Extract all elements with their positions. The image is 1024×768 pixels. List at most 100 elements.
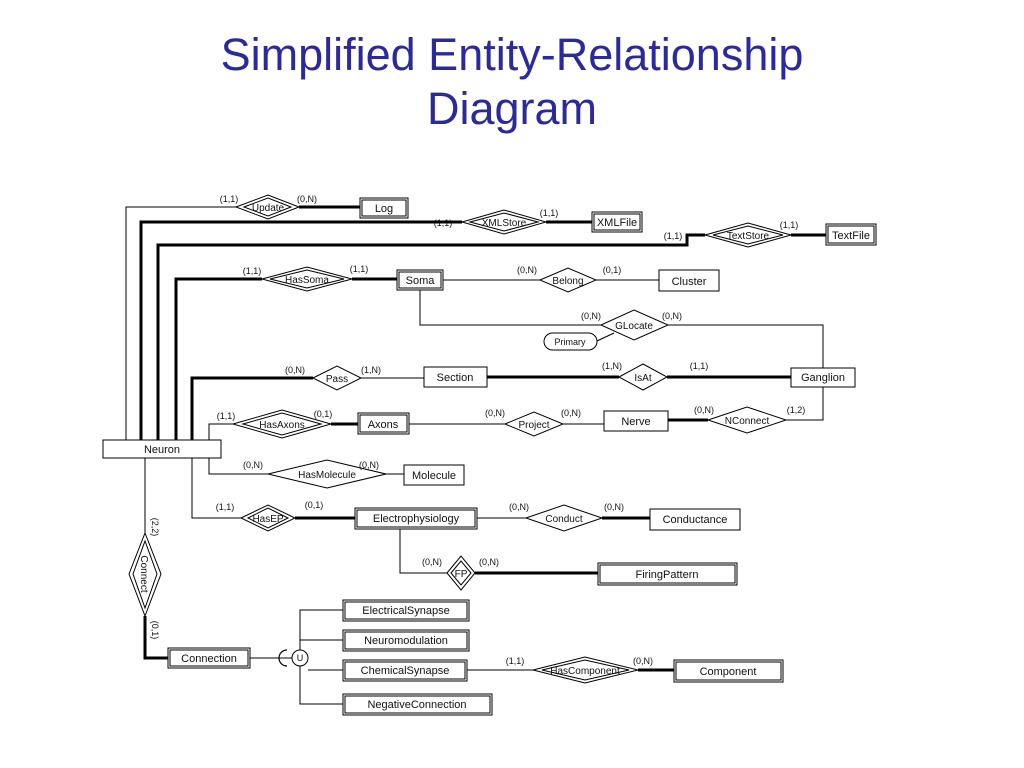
entity-conductance: Conductance [663,514,728,526]
card-hascomponent-chem: (1,1) [506,656,525,666]
entity-box-neuron [102,439,222,459]
card-hasmolecule-neuron: (0,N) [243,460,263,470]
entity-inner-firingpattern [599,564,736,584]
card-fp-firingpattern: (0,N) [479,557,499,567]
card-update-neuron: (1,1) [220,194,239,204]
entity-inner-axons [359,414,408,433]
entity-inner-negativeconnection [344,695,491,714]
card-xmlstore-neuron: (1,1) [434,218,453,228]
entity-connection: Connection [181,653,237,665]
title-line-2: Diagram [426,83,598,134]
union-label: U [297,653,304,663]
attribute-oval-primary [543,332,598,351]
card-hascomponent-component: (0,N) [633,656,653,666]
rel-diamond-hassoma [260,266,354,292]
entity-inner-component [675,661,782,681]
rel-diamond-isat [617,363,669,391]
rel-conduct: Conduct [545,514,582,525]
line-neuron-hasaxons [182,423,233,441]
entity-box-electricalsynapse [342,599,470,622]
card-hasaxons-neuron: (1,1) [217,411,236,421]
rel-diamond-textstore [703,222,793,248]
rel-diamond-conduct [524,504,604,532]
card-glocate-ganglion: (0,N) [662,311,682,321]
entity-box-cluster [658,269,720,292]
rel-diamond-nconnect [706,406,788,434]
entity-nerve: Nerve [621,416,650,428]
rel-glocate: GLocate [615,321,653,332]
card-hassoma-neuron: (1,1) [243,266,262,276]
card-xmlstore-file: (1,1) [540,208,559,218]
entity-inner-log [361,199,407,217]
entity-ganglion: Ganglion [801,372,845,384]
entity-box-ganglion [790,367,856,388]
line-glocate-primary [596,332,615,342]
line-neuron-xmlstore [139,220,462,440]
entity-box-connection [167,647,251,669]
rel-inner-fp [450,560,472,586]
entity-box-xmlfile [591,211,643,233]
card-fp-ep: (0,N) [422,557,442,567]
line-neuron-hasep [191,458,241,519]
rel-hasaxons: HasAxons [259,420,305,431]
card-isat-section: (1,N) [602,361,622,371]
entity-box-nerve [603,410,669,432]
card-belong-soma: (0,N) [517,265,537,275]
entity-neuromodulation: Neuromodulation [364,635,448,647]
rel-diamond-pass [311,365,363,391]
entity-box-conductance [649,508,741,531]
rel-diamond-glocate [599,309,670,341]
entity-textfile: TextFile [832,230,870,242]
card-project-axons: (0,N) [485,408,505,418]
entity-negativeconnection: NegativeConnection [367,699,466,711]
entity-neuron: Neuron [144,444,180,456]
entity-box-molecule [403,464,465,486]
entity-box-log [359,197,409,219]
entity-box-negativeconnection [342,693,493,716]
entity-box-textfile [825,223,877,246]
rel-diamond-belong [538,267,598,293]
entity-box-axons [357,412,410,435]
card-nconnect-ganglion: (1,2) [787,405,806,415]
rel-hassoma: HasSoma [285,275,329,286]
entity-box-firingpattern [597,562,738,586]
entity-inner-soma [398,271,442,289]
line-connect-connection [143,616,168,660]
entity-electrophysiology: Electrophysiology [373,513,460,525]
diagram-labels: Log XMLFile TextFile Soma Cluster Sectio… [138,194,870,711]
card-hasep-ep: (0,1) [305,500,324,510]
rel-diamond-connect [128,531,162,618]
entity-xmlfile: XMLFile [597,217,637,229]
rel-textstore: TextStore [727,231,770,242]
rel-inner-connect [132,539,158,610]
entity-inner-xmlfile [593,213,641,231]
rel-inner-hasaxons [241,412,323,436]
entity-box-chemicalsynapse [342,659,468,682]
card-project-nerve: (0,N) [561,408,581,418]
slide-title: Simplified Entity-Relationship Diagram [0,28,1024,136]
entity-inner-connection [169,649,249,667]
union-circle [291,649,309,667]
line-union-subclasses [299,609,343,705]
entity-box-neuromodulation [342,629,470,652]
rel-inner-hascomponent [541,659,630,681]
attribute-primary: Primary [555,337,586,347]
card-update-log: (0,N) [297,194,317,204]
rel-xmlstore: XMLStore [482,218,527,229]
entity-box-section [423,366,488,388]
entity-soma: Soma [406,275,436,287]
rel-fp: FP [455,569,468,580]
entity-inner-neuromodulation [344,631,468,650]
rel-belong: Belong [552,276,583,287]
union-arc [278,649,288,667]
line-neuron-pass [190,376,313,440]
entity-firingpattern: FiringPattern [636,569,699,581]
rel-diamond-fp [446,555,476,591]
card-textstore-neuron: (1,1) [664,231,683,241]
card-conduct-conductance: (0,N) [604,502,624,512]
entity-section: Section [437,372,474,384]
connector-lines [125,205,826,705]
rel-update: Update [252,203,285,214]
card-hassoma-soma: (1,1) [350,264,369,274]
